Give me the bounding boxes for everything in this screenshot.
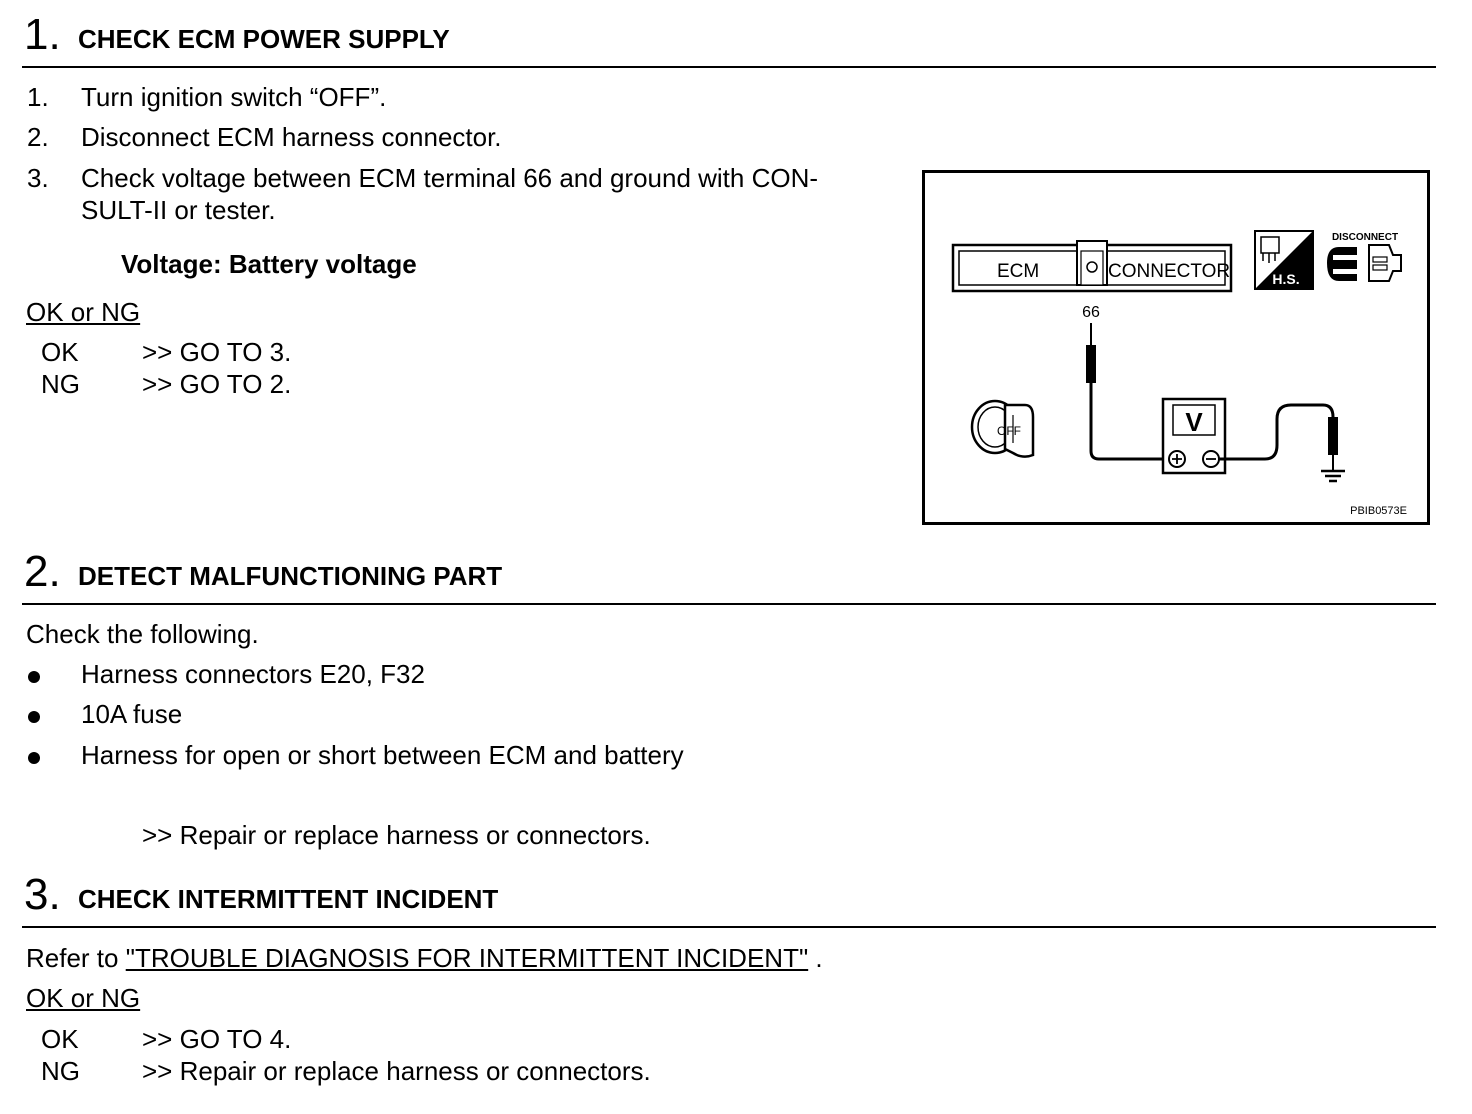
negative-probe: [1328, 417, 1338, 455]
bullet-icon: [28, 711, 40, 723]
step-3-text-line2: SULT-II or tester.: [81, 195, 276, 225]
ignition-key-icon: OFF: [970, 399, 1035, 458]
section-3-title: CHECK INTERMITTENT INCIDENT: [78, 884, 499, 914]
step-1-number: 1.: [27, 82, 49, 112]
connector-label: CONNECTOR: [1108, 261, 1230, 282]
section-2-action: >> Repair or replace harness or connecto…: [142, 820, 651, 850]
step-2-text: Disconnect ECM harness connector.: [81, 122, 502, 152]
section-3-number: 3.: [24, 870, 61, 919]
section-2-header: 2. DETECT MALFUNCTIONING PART: [22, 547, 1436, 605]
step-3-number: 3.: [27, 163, 49, 193]
bullet-icon: [28, 752, 40, 764]
ground-icon: [1321, 469, 1345, 483]
voltmeter-label: V: [1185, 407, 1203, 437]
section-2-number: 2.: [24, 547, 61, 596]
voltage-check-diagram: ECM CONNECTOR H.S. DISCONNECT: [922, 170, 1430, 525]
section-3-result-label: OK or NG: [26, 983, 141, 1013]
disconnect-label: DISCONNECT: [1332, 232, 1398, 243]
section-3-header: 3. CHECK INTERMITTENT INCIDENT: [22, 870, 1436, 928]
bullet-icon: [28, 671, 40, 683]
section-3-ok-status: OK: [41, 1024, 79, 1054]
voltage-spec: Voltage: Battery voltage: [121, 249, 417, 279]
key-off-label: OFF: [997, 424, 1021, 438]
step-3-text-line1: Check voltage between ECM terminal 66 an…: [81, 163, 819, 193]
bullet-item-1: Harness connectors E20, F32: [81, 659, 425, 689]
section-2-intro: Check the following.: [26, 619, 259, 649]
hs-badge-label: H.S.: [1272, 271, 1299, 287]
section-1-title: CHECK ECM POWER SUPPLY: [78, 24, 450, 54]
disconnect-icon: DISCONNECT: [1327, 232, 1402, 282]
figure-id: PBIB0573E: [1350, 505, 1407, 517]
step-2-number: 2.: [27, 122, 49, 152]
terminal-66-label: 66: [1082, 304, 1100, 321]
section-3-ok-action: >> GO TO 4.: [142, 1024, 292, 1054]
connector-ecm-label: ECM: [997, 261, 1039, 282]
section-1-ng-action: >> GO TO 2.: [142, 369, 292, 399]
positive-probe: [1086, 345, 1096, 383]
ecm-connector: ECM CONNECTOR: [951, 240, 1233, 293]
section-3-ng-status: NG: [41, 1056, 80, 1086]
section-2-title: DETECT MALFUNCTIONING PART: [78, 561, 503, 591]
voltmeter: V: [1161, 397, 1227, 475]
section-1-ok-action: >> GO TO 3.: [142, 337, 292, 367]
section-1-ok-status: OK: [41, 337, 79, 367]
refer-line: Refer to "TROUBLE DIAGNOSIS FOR INTERMIT…: [26, 942, 823, 974]
section-3-ng-action: >> Repair or replace harness or connecto…: [142, 1056, 651, 1086]
harness-side-badge: H.S.: [1254, 230, 1314, 290]
section-1-number: 1.: [24, 10, 61, 59]
bullet-item-3: Harness for open or short between ECM an…: [81, 740, 684, 770]
section-1-ng-status: NG: [41, 369, 80, 399]
intermittent-incident-link[interactable]: "TROUBLE DIAGNOSIS FOR INTERMITTENT INCI…: [125, 943, 809, 973]
refer-prefix: Refer to: [26, 943, 126, 973]
refer-suffix: .: [808, 943, 823, 973]
bullet-item-2: 10A fuse: [81, 699, 183, 729]
section-1-result-label: OK or NG: [26, 297, 141, 327]
section-1-header: 1. CHECK ECM POWER SUPPLY: [22, 10, 1436, 68]
step-1-text: Turn ignition switch “OFF”.: [81, 82, 387, 112]
